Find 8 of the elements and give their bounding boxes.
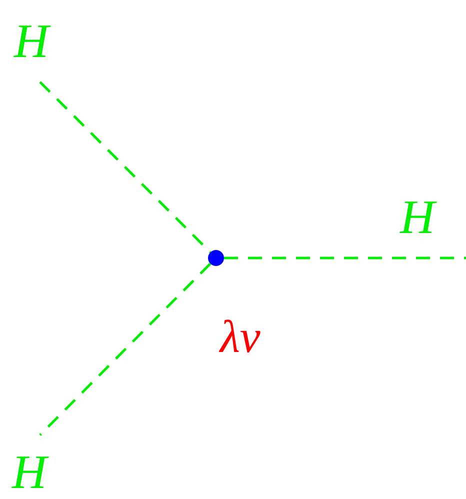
coupling-label: λv [220, 314, 260, 360]
dashed-propagator-line [224, 256, 466, 260]
dashed-propagator-line [39, 81, 212, 254]
particle-label: H [12, 435, 62, 497]
vertex-dot [208, 250, 224, 266]
dashed-propagator-line [39, 262, 212, 436]
particle-label: H [14, 18, 64, 82]
particle-label: H [400, 194, 466, 258]
